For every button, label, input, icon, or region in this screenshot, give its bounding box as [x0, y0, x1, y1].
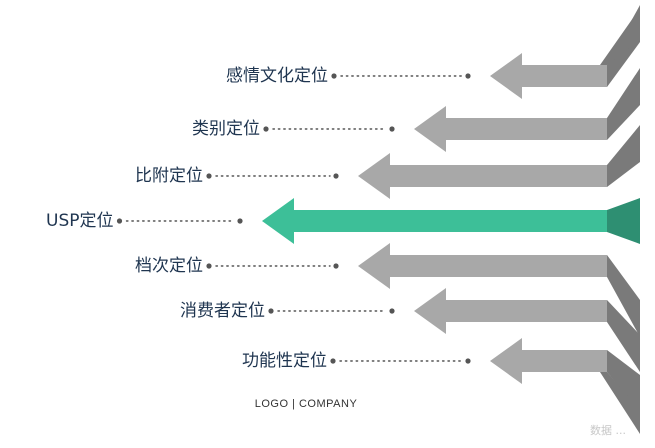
- leader-end-dot-7: [465, 358, 471, 364]
- item-label-comparison: 比附定位: [135, 166, 203, 186]
- arrow-2: [414, 106, 607, 152]
- leader-end-dot-6: [389, 308, 395, 314]
- leader-start-dot-4: [116, 218, 123, 224]
- leader-start-dot-2: [263, 126, 269, 132]
- leader-start-dot-1: [331, 73, 337, 79]
- arrow-side-face-3: [607, 125, 640, 187]
- item-label-emotional-culture: 感情文化定位: [226, 66, 328, 86]
- arrow-side-face-4: [607, 198, 640, 244]
- footer-logo-company: LOGO | COMPANY: [254, 398, 358, 410]
- arrow-7: [490, 338, 607, 384]
- item-label-consumer: 消费者定位: [180, 301, 265, 321]
- arrow-3: [358, 153, 607, 199]
- arrow-4: [262, 198, 607, 244]
- leader-start-dot-6: [268, 308, 274, 314]
- arrow-5: [358, 243, 607, 289]
- arrow-1: [490, 53, 607, 99]
- fan-panel-top: [600, 8, 640, 65]
- fan-panel-bottom: [600, 372, 640, 434]
- leader-start-dot-3: [206, 173, 212, 179]
- item-label-category: 类别定位: [192, 119, 260, 139]
- leader-start-dot-5: [206, 263, 212, 269]
- leader-end-dot-2: [389, 126, 395, 132]
- item-label-usp: USP定位: [46, 211, 114, 231]
- leader-start-dot-7: [330, 358, 336, 364]
- item-label-grade: 档次定位: [135, 256, 203, 276]
- watermark: 数据 ...: [590, 424, 626, 437]
- leader-end-dot-5: [333, 263, 339, 269]
- item-label-functional: 功能性定位: [242, 351, 327, 371]
- leader-end-dot-3: [333, 173, 339, 179]
- arrow-side-face-7: [607, 350, 640, 412]
- arrow-side-face-2: [607, 68, 640, 140]
- leader-end-dot-4: [237, 218, 243, 224]
- leader-end-dot-1: [465, 73, 471, 79]
- arrow-side-face-6: [607, 300, 640, 372]
- arrow-6: [414, 288, 607, 334]
- arrow-side-face-5: [607, 255, 640, 337]
